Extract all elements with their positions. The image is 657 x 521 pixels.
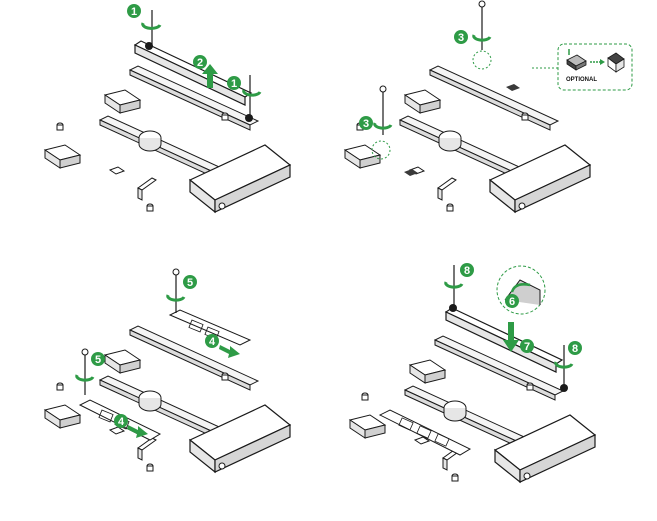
- screw-icon: [81, 348, 89, 395]
- step-badge: 7: [520, 339, 534, 353]
- screw-icon: [449, 265, 457, 312]
- panel-bottom-left: 5 4 5 4: [44, 268, 291, 473]
- right-arrow-icon: [127, 425, 148, 438]
- step-badge: 4: [205, 334, 219, 348]
- right-arrow-icon: [219, 345, 240, 358]
- step-badge: 5: [183, 275, 197, 289]
- optional-inset: OPTIONAL: [532, 43, 633, 91]
- screw-icon: [245, 75, 253, 122]
- rotate-arrow-icon: [166, 294, 186, 302]
- rotate-arrow-icon: [141, 22, 162, 30]
- svg-text:3: 3: [363, 118, 369, 130]
- step-badge: 2: [193, 55, 207, 69]
- rotate-arrow-icon: [75, 374, 95, 382]
- svg-text:5: 5: [187, 277, 193, 289]
- step-badge: 1: [227, 76, 241, 90]
- panel-top-left: 1 2 1: [44, 4, 291, 213]
- step-badge: 8: [460, 263, 474, 277]
- up-arrow-icon: [202, 64, 218, 88]
- svg-text:8: 8: [572, 343, 578, 355]
- step-badge: 3: [454, 30, 468, 44]
- svg-text:1: 1: [231, 78, 237, 90]
- rotate-arrow-icon: [444, 281, 464, 289]
- rotate-arrow-icon: [472, 34, 492, 42]
- svg-text:3: 3: [458, 32, 464, 44]
- rotate-arrow-icon: [242, 89, 262, 97]
- step-badge: 5: [91, 352, 105, 366]
- svg-text:2: 2: [197, 57, 203, 69]
- standoff-highlight: [371, 140, 391, 160]
- m2-ssd: [378, 409, 472, 456]
- svg-text:5: 5: [95, 354, 101, 366]
- svg-text:7: 7: [524, 341, 530, 353]
- svg-text:1: 1: [131, 6, 137, 18]
- screw-icon: [172, 268, 180, 313]
- rotate-arrow-icon: [554, 361, 574, 369]
- zoom-inset: [496, 265, 546, 315]
- standoff-highlight: [472, 50, 492, 70]
- down-arrow-icon: [503, 322, 519, 352]
- svg-text:4: 4: [209, 336, 216, 348]
- optional-label: OPTIONAL: [566, 77, 597, 83]
- step-badge: 6: [505, 294, 519, 308]
- rotate-arrow-icon: [510, 283, 531, 293]
- screw-icon: [145, 10, 153, 50]
- m2-ssd: [168, 309, 252, 346]
- step-badge: 3: [359, 116, 373, 130]
- step-badge: 8: [568, 341, 582, 355]
- panel-bottom-right: 8 6 7 8: [349, 263, 596, 483]
- step-badge: 4: [114, 414, 128, 428]
- screw-icon: [560, 345, 568, 392]
- step-badge: 1: [127, 4, 141, 18]
- svg-text:6: 6: [509, 296, 515, 308]
- rotate-arrow-icon: [373, 122, 393, 130]
- screw-icon: [478, 0, 486, 50]
- panel-top-right: 3 3 OPTIONAL: [344, 0, 633, 213]
- svg-text:4: 4: [118, 416, 125, 428]
- svg-text:8: 8: [464, 265, 470, 277]
